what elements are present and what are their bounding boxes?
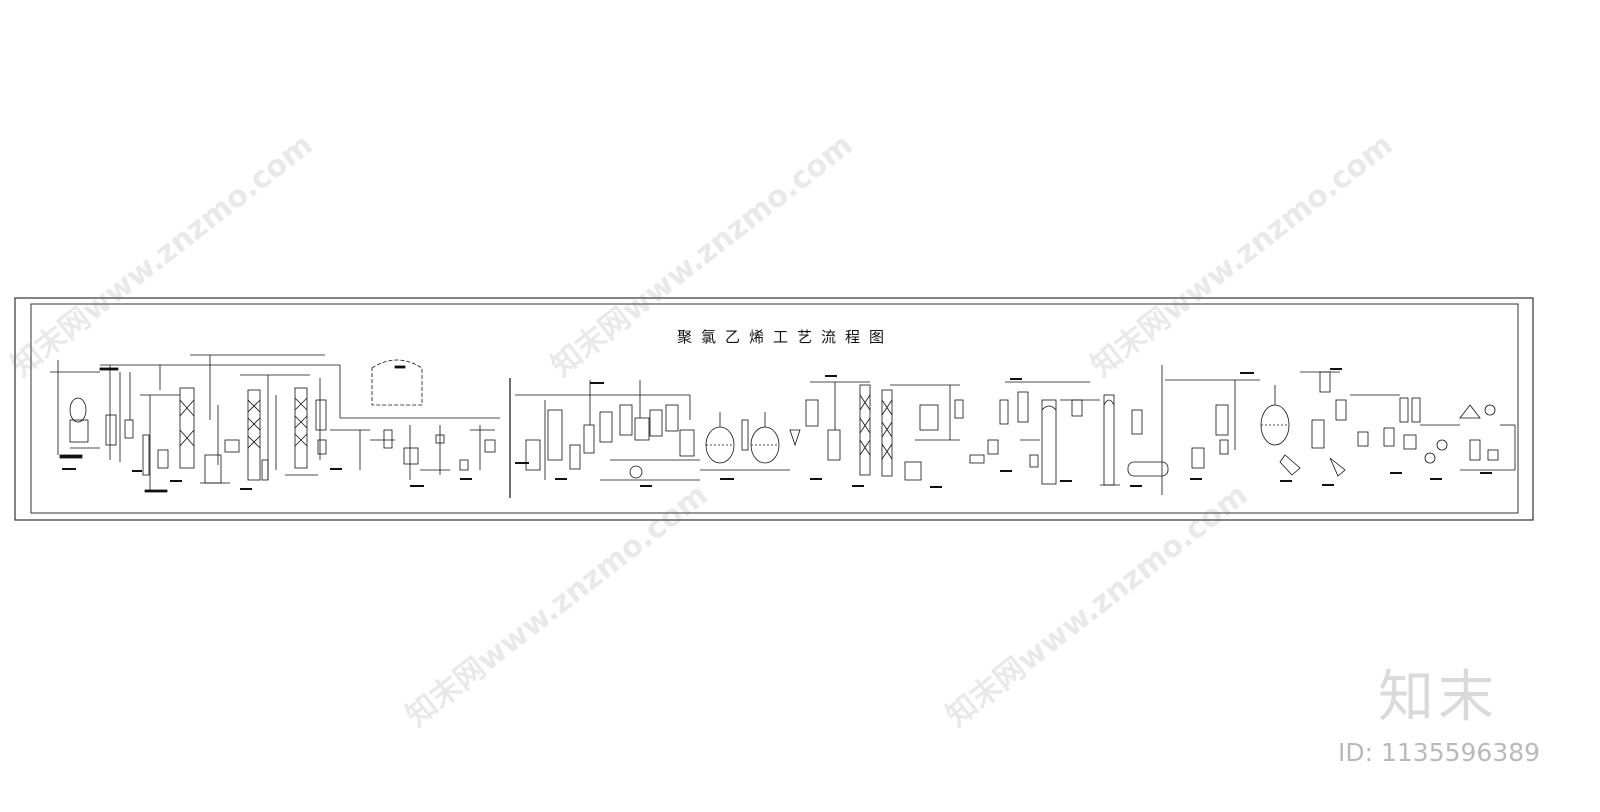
section-columns-1 <box>179 354 325 484</box>
section-packing <box>1350 394 1516 471</box>
image-id: ID: 1135596389 <box>1338 738 1541 767</box>
section-vcm-synthesis <box>515 380 700 481</box>
diagram-title: 聚氯乙烯工艺流程图 <box>676 328 893 346</box>
section-columns-2 <box>805 381 964 481</box>
section-polymerization <box>689 395 801 471</box>
section-storage-tank <box>315 359 500 480</box>
section-dryer <box>1127 365 1347 495</box>
section-stripping <box>969 381 1143 486</box>
process-equipment <box>50 354 1516 498</box>
outer-frame <box>14 297 1534 521</box>
inner-frame <box>30 303 1519 514</box>
section-acetylene <box>50 360 340 493</box>
tag-labels <box>62 368 1492 490</box>
brand-logo: 知末 <box>1378 665 1498 730</box>
